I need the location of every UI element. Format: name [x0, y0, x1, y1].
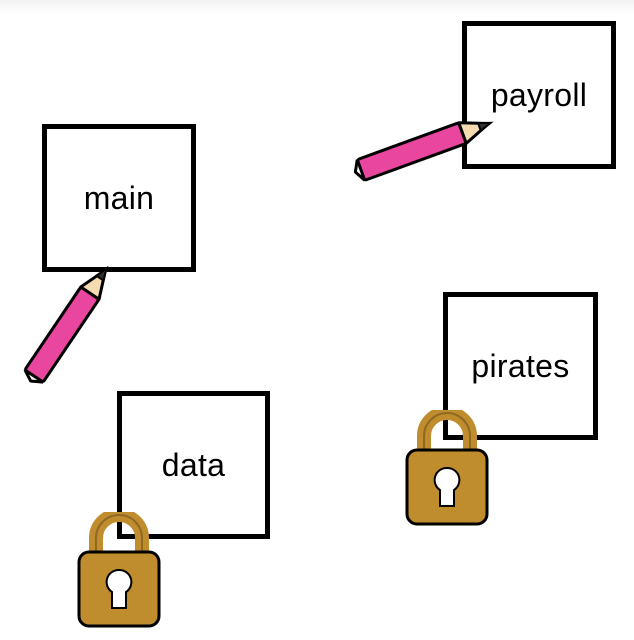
branch-label-payroll: payroll — [490, 76, 588, 113]
padlock-icon — [77, 512, 161, 628]
padlock-icon — [405, 410, 489, 526]
branch-label-main: main — [83, 179, 155, 216]
branch-label-pirates: pirates — [471, 347, 570, 384]
branch-box-main: main — [42, 124, 196, 272]
pencil-icon — [353, 121, 494, 182]
branch-label-data: data — [161, 446, 226, 483]
top-shade — [0, 0, 634, 14]
branch-box-payroll: payroll — [462, 21, 616, 169]
branch-box-data: data — [117, 391, 270, 539]
pencil-icon — [23, 265, 109, 384]
branch-box-pirates: pirates — [443, 292, 598, 440]
